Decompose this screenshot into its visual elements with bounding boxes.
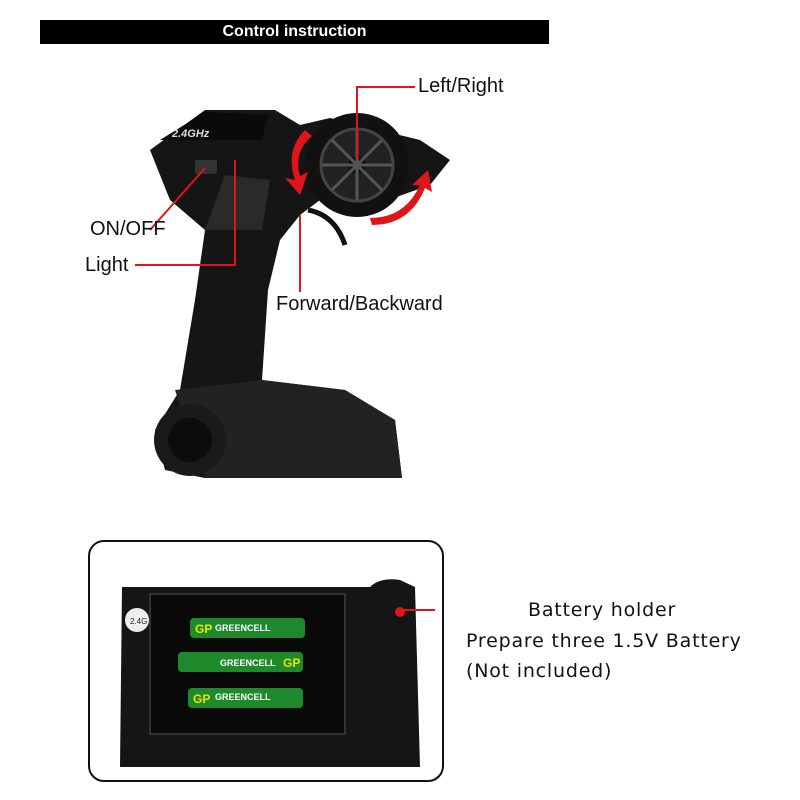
svg-text:GREENCELL: GREENCELL: [215, 623, 271, 633]
label-forward-backward: Forward/Backward: [276, 293, 443, 315]
svg-text:GP: GP: [193, 692, 210, 706]
battery-holder-title: Battery holder: [528, 599, 677, 621]
svg-text:GREENCELL: GREENCELL: [220, 658, 276, 668]
svg-text:GREENCELL: GREENCELL: [215, 692, 271, 702]
sticker-label: 2.4G: [130, 617, 147, 626]
battery-instruction: Prepare three 1.5V Battery: [466, 630, 742, 652]
page-title: Control instruction: [40, 20, 549, 44]
battery-photo-frame: 2.4G GP GP GP GREENCELL GREENCELL GREENC…: [88, 540, 444, 782]
label-left-right: Left/Right: [418, 75, 504, 97]
battery-compartment-image: 2.4G GP GP GP GREENCELL GREENCELL GREENC…: [120, 579, 420, 767]
frequency-mark: 2.4GHz: [171, 128, 210, 140]
power-switch: [195, 160, 217, 174]
battery-note: (Not included): [466, 660, 613, 682]
batteries: GP GP GP GREENCELL GREENCELL GREENCELL: [178, 618, 305, 708]
label-on-off: ON/OFF: [90, 218, 166, 240]
label-light: Light: [85, 254, 129, 276]
rotation-arrows-icon: [285, 130, 432, 225]
battery-leader-line: [398, 609, 435, 611]
svg-text:GP: GP: [195, 622, 212, 636]
svg-text:GP: GP: [283, 656, 300, 670]
leader-lines: [135, 86, 415, 292]
controller-image: 2.4GHz: [135, 86, 450, 478]
